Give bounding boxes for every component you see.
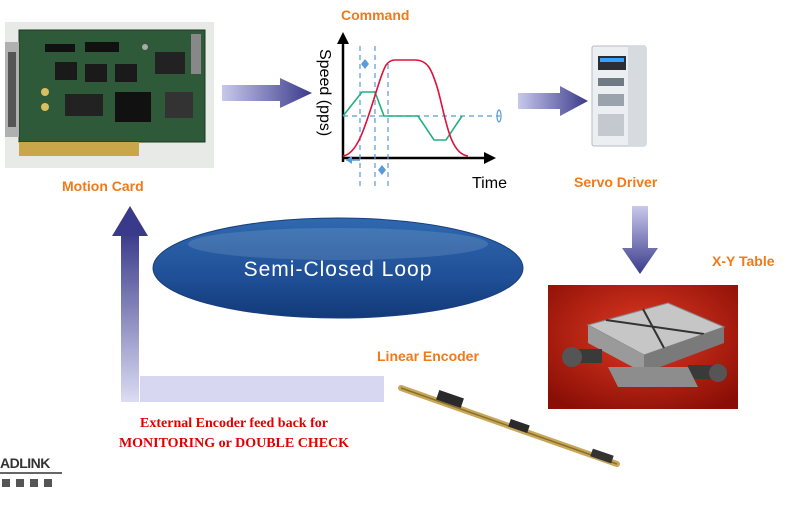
loop-label: Semi-Closed Loop (244, 258, 433, 281)
linear-encoder-image (398, 385, 620, 467)
feedback-arrow (112, 206, 384, 402)
adlink-logo: ADLINK (0, 455, 62, 487)
xy-table-image (548, 285, 738, 409)
green-curve (342, 91, 463, 141)
guide-marker-2 (378, 165, 386, 175)
feedback-text-line1: External Encoder feed back for (140, 416, 328, 431)
speed-chart: Speed (pps) Time (316, 32, 507, 192)
adlink-logo-text: ADLINK (0, 455, 50, 471)
arrow-driver-to-table (622, 206, 658, 274)
arrow-command-to-driver (518, 86, 588, 116)
guide-marker-1 (361, 59, 369, 69)
y-axis-label: Speed (pps) (316, 49, 333, 136)
semi-closed-loop-ellipse: Semi-Closed Loop (152, 217, 524, 319)
feedback-text-line2: MONITORING or DOUBLE CHECK (118, 436, 350, 451)
servo-driver-label: Servo Driver (574, 174, 658, 190)
motion-card-image (5, 22, 214, 168)
x-axis-arrowhead (484, 152, 496, 164)
command-label: Command (341, 7, 410, 23)
y-axis-arrowhead (337, 32, 349, 44)
red-curve (342, 59, 469, 157)
linear-encoder-label: Linear Encoder (377, 348, 479, 364)
x-axis-label: Time (472, 175, 507, 192)
feedback-text: External Encoder feed back for MONITORIN… (64, 414, 404, 454)
arrow-card-to-command (222, 78, 312, 108)
servo-driver-image (591, 45, 647, 147)
motion-card-label: Motion Card (62, 178, 144, 194)
xy-table-label: X-Y Table (712, 253, 775, 269)
baseline-end-marker (496, 109, 502, 123)
